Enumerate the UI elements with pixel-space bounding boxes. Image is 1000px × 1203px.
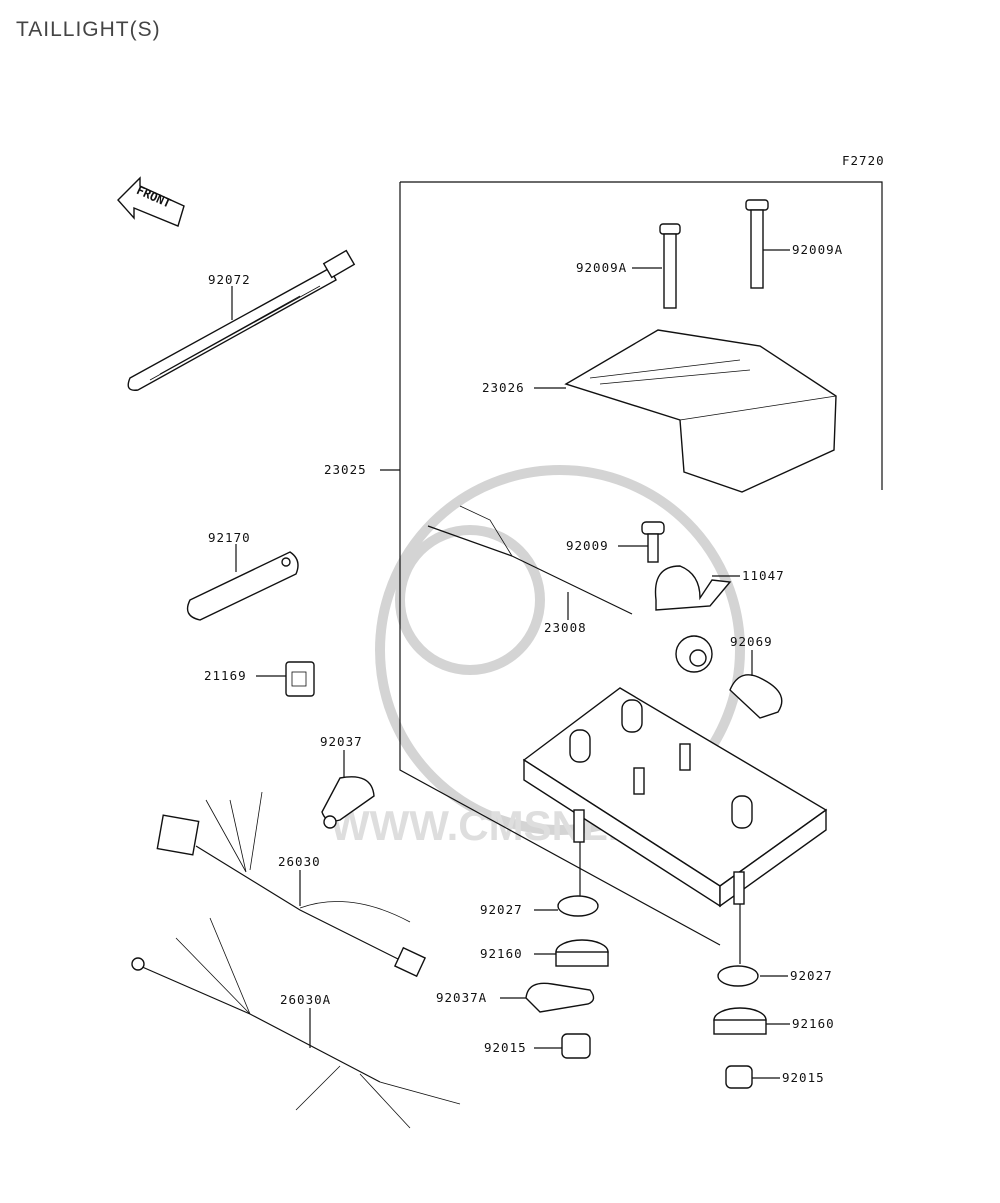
part-label: 92009A <box>576 260 627 275</box>
part-label: 92160 <box>792 1016 835 1031</box>
part-label: 23008 <box>544 620 587 635</box>
part-label: 26030A <box>280 992 331 1007</box>
part-label: 26030 <box>278 854 321 869</box>
part-92015-left <box>561 1033 591 1059</box>
bulb-92069 <box>729 674 783 719</box>
part-92170 <box>186 551 299 621</box>
part-label: 23025 <box>324 462 367 477</box>
page-title: TAILLIGHT(S) <box>16 18 161 41</box>
part-label: 92037 <box>320 734 363 749</box>
part-label: 92015 <box>484 1040 527 1055</box>
part-label: 92027 <box>480 902 523 917</box>
part-label: 92160 <box>480 946 523 961</box>
part-label: 92027 <box>790 968 833 983</box>
screw-92009A-left <box>659 223 681 309</box>
part-label: 92072 <box>208 272 251 287</box>
part-label: 21169 <box>204 668 247 683</box>
socket-23008 <box>427 505 713 673</box>
part-label: 92170 <box>208 530 251 545</box>
screw-92009 <box>641 521 665 563</box>
part-92015-right <box>725 1065 753 1089</box>
figure-code: F2720 <box>842 153 885 168</box>
part-92027-right <box>717 965 759 987</box>
assembly-bracket <box>400 181 883 490</box>
part-label: 92009 <box>566 538 609 553</box>
clamp-92037 <box>321 776 375 829</box>
part-21169 <box>285 661 315 697</box>
part-label: 92069 <box>730 634 773 649</box>
part-label: 92037A <box>436 990 487 1005</box>
part-label: 11047 <box>742 568 785 583</box>
screw-92009A-right <box>745 199 769 289</box>
cable-tie-92072 <box>127 249 356 391</box>
part-label: 23026 <box>482 380 525 395</box>
front-arrow-icon: FRONT <box>117 176 185 227</box>
harness-26030A <box>131 917 461 1129</box>
part-92037A <box>525 982 595 1013</box>
part-92160-right <box>713 1007 767 1035</box>
part-92160-left <box>555 939 609 967</box>
lens-23026 <box>564 329 837 493</box>
part-92027-left <box>557 895 599 917</box>
housing-23025 <box>522 687 828 908</box>
part-label: 92015 <box>782 1070 825 1085</box>
harness-26030 <box>156 791 427 978</box>
part-label: 92009A <box>792 242 843 257</box>
bracket-11047 <box>654 565 732 611</box>
